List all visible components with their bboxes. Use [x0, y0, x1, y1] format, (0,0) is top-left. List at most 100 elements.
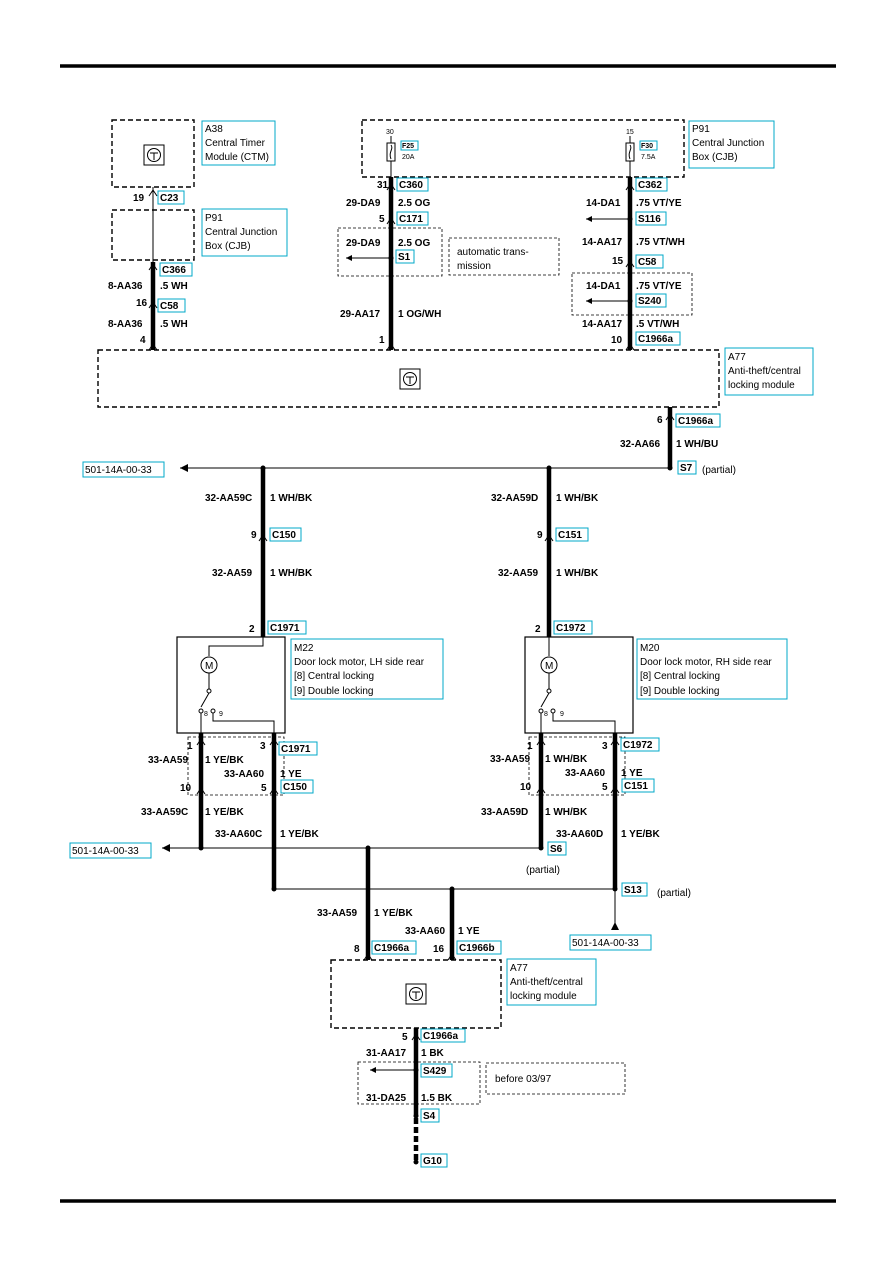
connector-c362[interactable]: C362: [638, 180, 662, 191]
splice-s116[interactable]: S116: [638, 214, 661, 225]
connector-c360[interactable]: C360: [399, 180, 423, 191]
fuse-f25-terminal: 30: [386, 129, 394, 136]
wire-14-da1-code-b: 14-DA1: [586, 281, 621, 292]
p91-left-line1: Central Junction: [205, 227, 277, 238]
connector-c1971-top[interactable]: C1971: [270, 623, 300, 634]
pin-10b: 10: [180, 783, 192, 794]
splice-s4[interactable]: S4: [423, 1111, 436, 1122]
splice-s7[interactable]: S7: [680, 463, 693, 474]
connector-c366[interactable]: C366: [162, 265, 186, 276]
ref-501-14a-00-33-right[interactable]: 501-14A-00-33: [572, 938, 639, 949]
wire-33-aa60c-code: 33-AA60C: [215, 829, 262, 840]
splice-s6[interactable]: S6: [550, 844, 563, 855]
wire-32-aa66-code: 32-AA66: [620, 439, 660, 450]
svg-text:Central Timer: Central Timer: [205, 138, 266, 149]
connector-c1966b[interactable]: C1966b: [459, 943, 495, 954]
pin-1b: 1: [187, 741, 193, 752]
wire-14-aa17-spec-b: .5 VT/WH: [636, 319, 679, 330]
m20-motor-box: [524, 636, 634, 734]
a77-bottom-id: A77: [510, 963, 528, 974]
wire-32-aa59d-spec: 1 WH/BK: [556, 493, 599, 504]
wire-29-da9-code-a: 29-DA9: [346, 198, 381, 209]
splice-s240[interactable]: S240: [638, 296, 662, 307]
a77-bottom-line1: Anti-theft/central: [510, 977, 583, 988]
wire-33-aa59-spec-bottom: 1 YE/BK: [374, 908, 413, 919]
pin-5d: 5: [402, 1032, 408, 1043]
wire-29-da9-code-b: 29-DA9: [346, 238, 381, 249]
svg-text:A38: A38: [205, 124, 223, 135]
svg-text:Module (CTM): Module (CTM): [205, 152, 269, 163]
svg-text:9: 9: [560, 711, 564, 718]
pin-1a: 1: [379, 335, 385, 346]
connector-c150-bottom[interactable]: C150: [283, 782, 307, 793]
splice-s429[interactable]: S429: [423, 1066, 447, 1077]
splice-s13[interactable]: S13: [624, 885, 642, 896]
wire-33-aa60-spec-lh: 1 YE: [280, 769, 302, 780]
pin-10c: 10: [520, 782, 532, 793]
p91-right-line1: Central Junction: [692, 138, 764, 149]
connector-c1972-bottom[interactable]: C1972: [623, 740, 653, 751]
pin-1c: 1: [527, 741, 533, 752]
ref-501-14a-00-33-left[interactable]: 501-14A-00-33: [72, 846, 139, 857]
partial-s6: (partial): [526, 865, 560, 876]
svg-text:8: 8: [204, 711, 208, 718]
a77-top-module-icon: [399, 368, 421, 390]
wire-14-aa17-spec-a: .75 VT/WH: [636, 237, 685, 248]
connector-c150-top[interactable]: C150: [272, 530, 296, 541]
p91-left-id: P91: [205, 213, 223, 224]
svg-text:8: 8: [544, 711, 548, 718]
connector-c1966a-mid[interactable]: C1966a: [678, 416, 713, 427]
m22-id: M22: [294, 643, 314, 654]
wire-33-aa60c-spec: 1 YE/BK: [280, 829, 319, 840]
a77-top-module-box: [97, 349, 720, 408]
svg-text:M: M: [545, 661, 553, 672]
connector-c1966a-lower[interactable]: C1966a: [374, 943, 409, 954]
partial-s13: (partial): [657, 888, 691, 899]
wire-8-aa36-code-b: 8-AA36: [108, 319, 143, 330]
connector-c171[interactable]: C171: [399, 214, 423, 225]
auto-trans-note-1: automatic trans-: [457, 247, 529, 258]
wire-14-da1-code-a: 14-DA1: [586, 198, 621, 209]
wire-14-aa17-code-a: 14-AA17: [582, 237, 622, 248]
wire-33-aa60-code-lh: 33-AA60: [224, 769, 264, 780]
connector-c1966a-ground[interactable]: C1966a: [423, 1031, 458, 1042]
splice-s1[interactable]: S1: [398, 252, 411, 263]
a77-bottom-module-icon: [405, 983, 427, 1005]
wire-33-aa59c-spec: 1 YE/BK: [205, 807, 244, 818]
fuse-f30-terminal: 15: [626, 129, 634, 136]
pin-8: 8: [354, 944, 360, 955]
connector-c1966a-top[interactable]: C1966a: [638, 334, 673, 345]
wire-33-aa59-code-rh: 33-AA59: [490, 754, 530, 765]
wire-32-aa59-code-lh: 32-AA59: [212, 568, 252, 579]
connector-c1972-top[interactable]: C1972: [556, 623, 586, 634]
wire-33-aa59-code-lh: 33-AA59: [148, 755, 188, 766]
connector-c58-left[interactable]: C58: [160, 301, 179, 312]
connector-c58-right[interactable]: C58: [638, 257, 657, 268]
wire-33-aa60d-code: 33-AA60D: [556, 829, 603, 840]
wire-33-aa60d-spec: 1 YE/BK: [621, 829, 660, 840]
p91-left-line2: Box (CJB): [205, 241, 251, 252]
wire-32-aa59-spec-rh: 1 WH/BK: [556, 568, 599, 579]
wire-32-aa59c-code: 32-AA59C: [205, 493, 252, 504]
pin-9b: 9: [537, 530, 543, 541]
svg-text:9: 9: [219, 711, 223, 718]
m22-line1: Door lock motor, LH side rear: [294, 657, 425, 668]
connector-c1971-bottom[interactable]: C1971: [281, 744, 311, 755]
a77-top-id: A77: [728, 352, 746, 363]
ground-g10[interactable]: G10: [423, 1156, 442, 1167]
ref-501-14a-00-33-top[interactable]: 501-14A-00-33: [85, 465, 152, 476]
connector-c151-top[interactable]: C151: [558, 530, 582, 541]
pin-5b: 5: [261, 783, 267, 794]
fuse-f30-id[interactable]: F30: [641, 143, 653, 150]
connector-c23[interactable]: C23: [160, 193, 179, 204]
splice-s429-box: [357, 1061, 481, 1105]
wire-33-aa59d-code: 33-AA59D: [481, 807, 528, 818]
pin-19: 19: [133, 193, 145, 204]
connector-c151-bottom[interactable]: C151: [624, 781, 648, 792]
wire-8-aa36-spec-a: .5 WH: [160, 281, 188, 292]
fuse-f25-id[interactable]: F25: [402, 143, 414, 150]
wire-29-aa17-code: 29-AA17: [340, 309, 380, 320]
wire-32-aa59d-code: 32-AA59D: [491, 493, 538, 504]
wire-33-aa59d-spec: 1 WH/BK: [545, 807, 588, 818]
wire-33-aa60-spec-rh: 1 YE: [621, 768, 643, 779]
